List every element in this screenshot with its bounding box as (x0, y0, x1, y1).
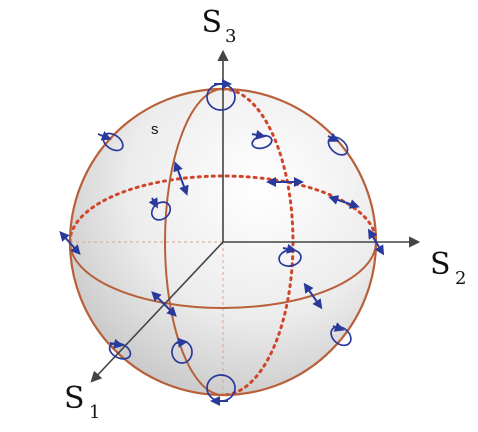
s3-axis-subscript: 3 (225, 26, 236, 47)
inner-guides (70, 241, 224, 395)
s2-axis-subscript: 2 (455, 268, 466, 289)
polarization-ellipse-icon (330, 325, 352, 347)
equator-front (69, 241, 377, 309)
polarization-arrow-icon (175, 337, 188, 348)
polarization-arrow-icon (97, 131, 112, 141)
s2-axis-label: S (430, 247, 451, 282)
s3-axis-label: S (201, 5, 222, 40)
polarization-arrow-icon (251, 129, 266, 140)
polarization-arrow-icon (332, 322, 345, 332)
s1-axis-label: S (64, 381, 85, 416)
polarization-arrow-icon (109, 338, 124, 349)
linear-polarization-icon (367, 228, 385, 256)
equator-back (68, 174, 378, 244)
linear-polarization-icon (59, 231, 81, 255)
linear-polarization-icon (151, 291, 177, 317)
point-s-label: s (151, 121, 159, 138)
linear-polarization-icon (303, 282, 323, 310)
polarization-arrow-icon (148, 197, 158, 209)
meridian-front (164, 88, 224, 396)
s1-axis-subscript: 1 (89, 402, 100, 423)
linear-polarization-icon (173, 161, 189, 196)
polarization-arrows (59, 79, 385, 406)
visible-great-circles (69, 88, 377, 396)
polarization-arrow-icon (327, 132, 340, 142)
linear-polarization-icon (328, 195, 360, 209)
polarization-arrow-icon (282, 243, 297, 254)
